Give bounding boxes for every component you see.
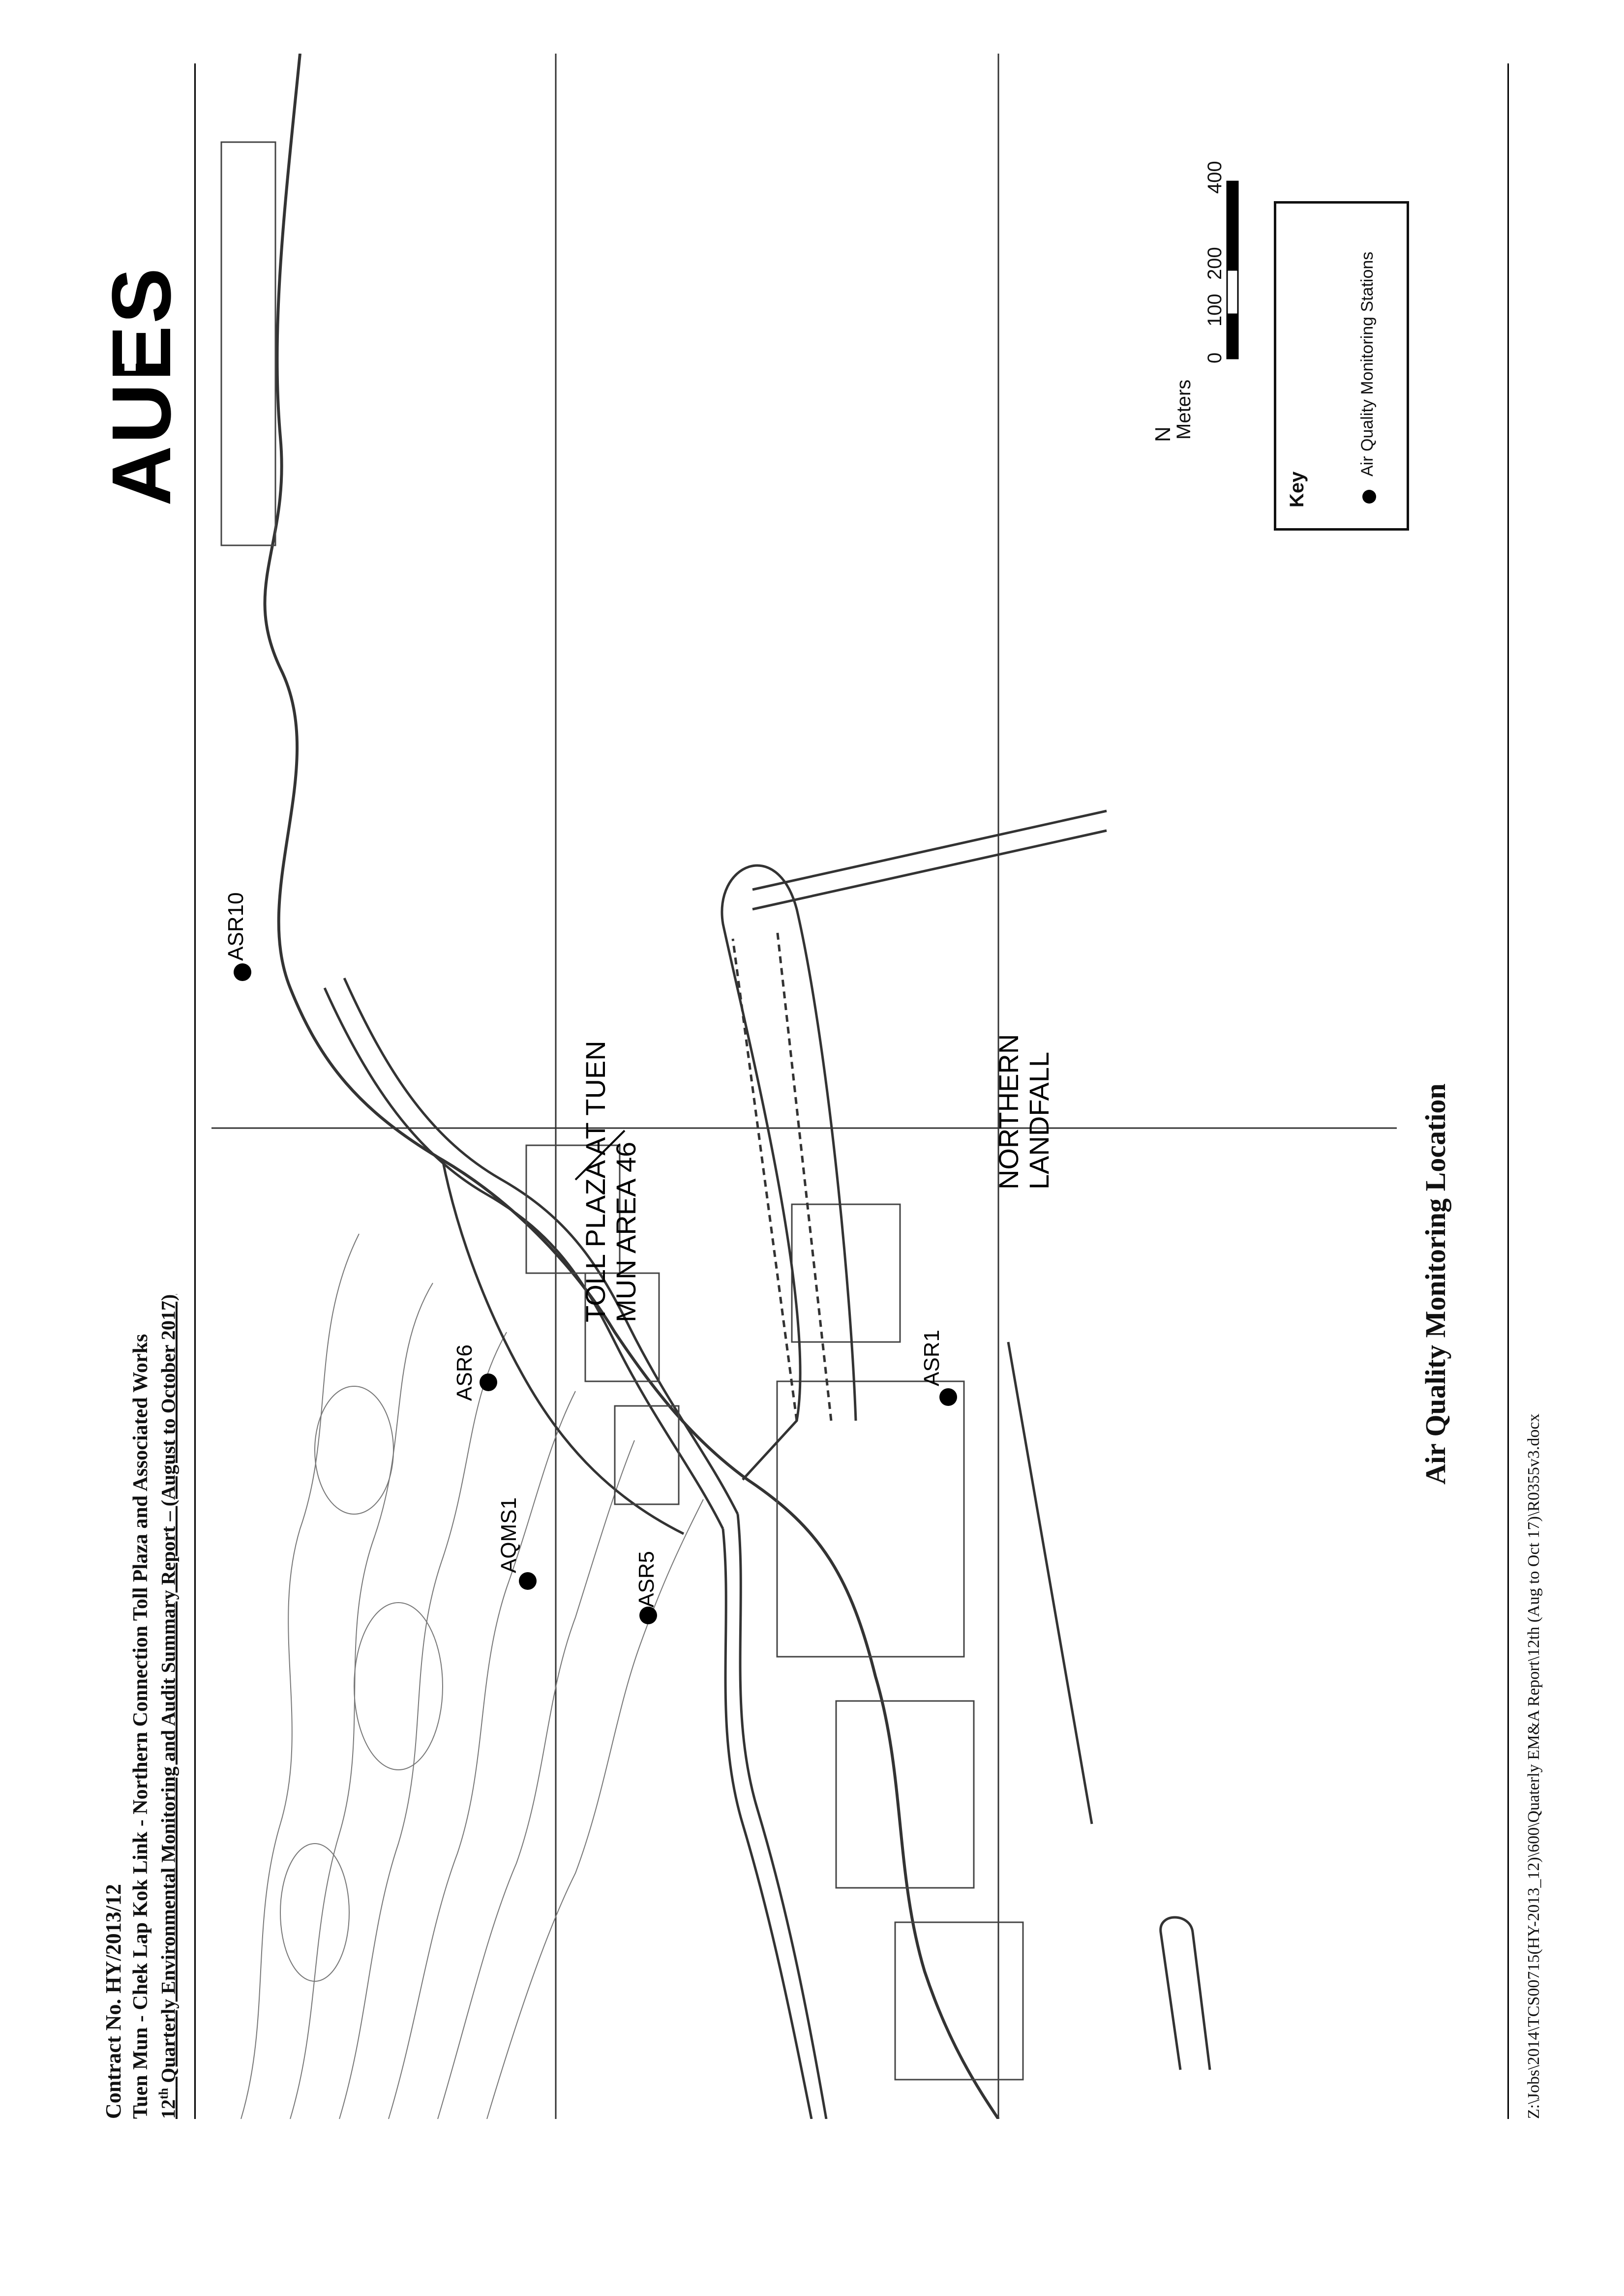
- station-aqms1-marker: [519, 1572, 537, 1590]
- leader-line-toll-plaza: [574, 1130, 626, 1181]
- scale-segment-0-100: [1226, 313, 1239, 359]
- legend-station-label: Air Quality Monitoring Stations: [1358, 251, 1377, 477]
- logo-text-s: S: [95, 266, 188, 324]
- footer-divider: [1507, 63, 1509, 2119]
- coastline: [263, 54, 1000, 2119]
- viaduct-1: [731, 938, 798, 1421]
- northern-landfall-label-line-1: NORTHERN: [993, 1034, 1024, 1190]
- road-inland: [441, 1160, 685, 1535]
- northern-landfall-label-line-2: LANDFALL: [1023, 1051, 1054, 1190]
- hillside-contours: [241, 1233, 704, 2119]
- contract-number: Contract No. HY/2013/12: [101, 1884, 125, 2119]
- road-coastal-1: [323, 987, 724, 1530]
- logo-text-au: AU: [95, 381, 188, 506]
- roads: [323, 977, 828, 2119]
- logo-text-e: E: [93, 324, 190, 381]
- map-caption: Air Quality Monitoring Location: [1419, 1083, 1451, 1485]
- landfall-outline: [721, 864, 857, 1481]
- building-blocks: [220, 141, 1024, 2081]
- block-butterfly-estate: [220, 141, 276, 546]
- reclamation-breakwaters: [1007, 1342, 1211, 2070]
- leader-lines: [574, 1130, 626, 1181]
- report-number: 12: [157, 2099, 180, 2119]
- project-title: Tuen Mun - Chek Lap Kok Link - Northern …: [129, 1334, 152, 2119]
- block-toll-plaza-3: [614, 1405, 680, 1505]
- station-asr6-label: ASR6: [452, 1344, 477, 1401]
- marine-viaduct-2: [752, 809, 1107, 891]
- contour-4: [388, 1391, 576, 2119]
- scale-unit: Meters: [1173, 379, 1195, 440]
- station-asr5-marker: [639, 1607, 657, 1624]
- hill-3: [314, 1386, 394, 1515]
- legend: Key Air Quality Monitoring Stations: [1274, 201, 1409, 531]
- station-asr1-marker: [939, 1388, 957, 1406]
- scale-tick-400: 400: [1204, 161, 1226, 194]
- road-west-1: [722, 1528, 813, 2119]
- block-river-trade-terminal: [776, 1380, 965, 1658]
- contour-6: [486, 1499, 704, 2119]
- scale-segment-100-200: [1226, 269, 1239, 315]
- block-wharf-2: [894, 1921, 1024, 2081]
- scale-tick-200: 200: [1204, 247, 1226, 280]
- report-title: 12th Quarterly Environmental Monitoring …: [156, 1294, 180, 2119]
- road-coastal-2: [343, 977, 739, 1515]
- contour-3: [339, 1332, 507, 2119]
- aues-logo: AUES: [93, 266, 190, 506]
- station-asr10-marker: [234, 963, 251, 981]
- toll-plaza-label-line-2: MUN AREA 46: [610, 1141, 641, 1322]
- report-number-suffix: th: [156, 2087, 171, 2099]
- road-west-2: [736, 1514, 828, 2119]
- legend-station-icon: [1362, 490, 1376, 504]
- scale-tick-100: 100: [1204, 294, 1226, 327]
- legend-title: Key: [1286, 471, 1308, 507]
- site-map: [211, 54, 1397, 2119]
- scale-tick-0: 0: [1204, 352, 1226, 363]
- scale-bar: [1226, 180, 1239, 359]
- map-background: [211, 54, 1397, 2119]
- hill-1: [280, 1843, 350, 1982]
- scale-segment-200-400: [1226, 180, 1239, 271]
- contour-5: [437, 1440, 635, 2119]
- file-path: Z:\Jobs\2014\TCS00715(HY-2013_12)\600\Qu…: [1525, 1413, 1543, 2119]
- block-toll-plaza-2: [584, 1272, 660, 1382]
- station-aqms1-label: AQMS1: [497, 1497, 521, 1573]
- header-divider: [194, 63, 196, 2119]
- contour-1: [241, 1233, 360, 2119]
- station-asr6-marker: [480, 1373, 497, 1391]
- northern-connection-bridge: [721, 809, 1107, 1481]
- station-asr5-label: ASR5: [634, 1551, 659, 1608]
- station-asr10-label: ASR10: [224, 892, 248, 961]
- toll-plaza-label-line-1: TOLL PLAZA AT TUEN: [580, 1041, 611, 1322]
- marine-viaduct-1: [752, 829, 1107, 911]
- north-arrow-label: N: [1151, 426, 1175, 442]
- block-toll-plaza-1: [525, 1144, 621, 1274]
- hill-2: [354, 1602, 443, 1770]
- station-asr1-label: ASR1: [920, 1330, 944, 1386]
- report-title-text: Quarterly Environmental Monitoring and A…: [157, 1294, 180, 2088]
- breakwater-2: [1159, 1916, 1211, 2070]
- breakwater-1: [1007, 1342, 1093, 1824]
- block-wharf-1: [835, 1700, 975, 1889]
